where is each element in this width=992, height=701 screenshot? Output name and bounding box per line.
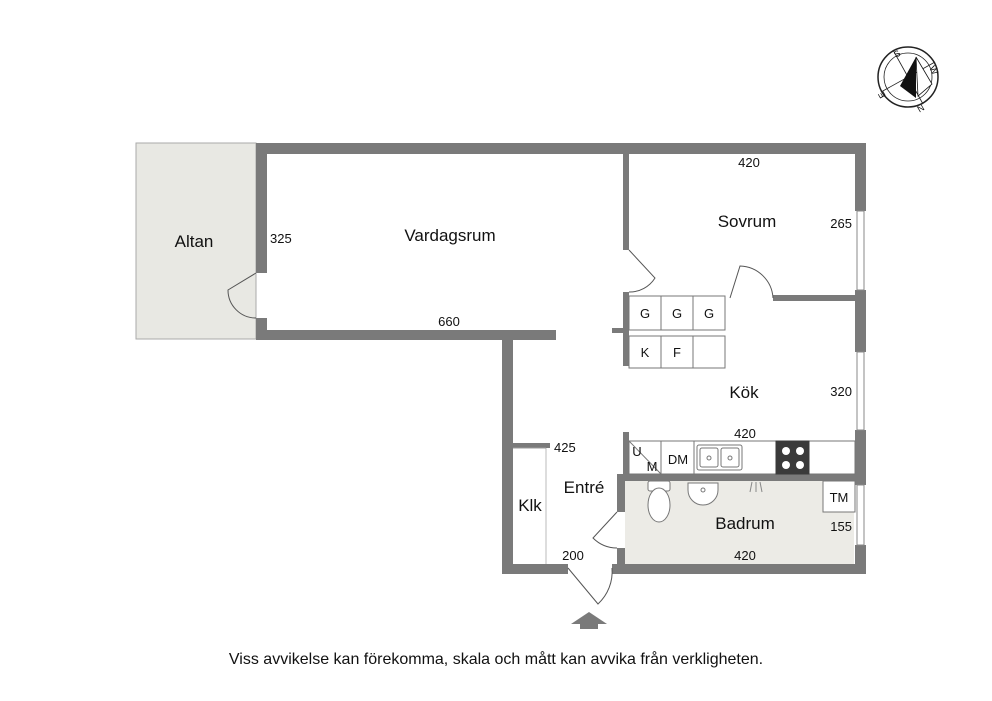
altan-area <box>135 142 257 340</box>
label-g1: G <box>640 306 650 321</box>
stove-plates <box>782 447 804 469</box>
dim-vardagsrum-height: 325 <box>270 231 292 246</box>
entrance-arrow <box>571 612 607 629</box>
label-k: K <box>641 345 650 360</box>
dim-sovrum-height: 265 <box>830 216 852 231</box>
label-u: U <box>632 444 641 459</box>
label-g3: G <box>704 306 714 321</box>
room-label-entre: Entré <box>564 478 605 497</box>
walls <box>256 143 866 574</box>
storage <box>628 295 726 369</box>
dim-vardagsrum-width: 660 <box>438 314 460 329</box>
bathroom-fixtures <box>647 480 856 523</box>
dim-badrum-height: 155 <box>830 519 852 534</box>
dim-entre-height: 425 <box>554 440 576 455</box>
toilet <box>647 487 671 523</box>
label-dm: DM <box>668 452 688 467</box>
label-f: F <box>673 345 681 360</box>
label-g2: G <box>672 306 682 321</box>
dim-kok-height: 320 <box>830 384 852 399</box>
compass <box>877 46 939 108</box>
stove <box>775 440 810 475</box>
room-label-kok: Kök <box>729 383 759 402</box>
room-label-altan: Altan <box>175 232 214 251</box>
compass-n: N <box>915 102 926 114</box>
dim-kok-width: 420 <box>734 426 756 441</box>
kitchen-counter <box>628 440 856 475</box>
dim-sovrum-width: 420 <box>738 155 760 170</box>
room-label-vardagsrum: Vardagsrum <box>404 226 495 245</box>
label-tm: TM <box>830 490 849 505</box>
compass-e: E <box>876 90 888 100</box>
room-label-klk: Klk <box>518 496 542 515</box>
label-m: M <box>647 459 658 474</box>
washbasin <box>687 482 719 506</box>
doors <box>227 249 774 605</box>
dim-badrum-width: 420 <box>734 548 756 563</box>
room-label-sovrum: Sovrum <box>718 212 777 231</box>
washing-machine <box>822 480 856 513</box>
room-label-badrum: Badrum <box>715 514 775 533</box>
windows <box>856 210 865 546</box>
dim-entre-width: 200 <box>562 548 584 563</box>
disclaimer: Viss avvikelse kan förekomma, skala och … <box>228 651 764 668</box>
shower-icon <box>749 481 763 493</box>
compass-s: S <box>892 48 902 60</box>
